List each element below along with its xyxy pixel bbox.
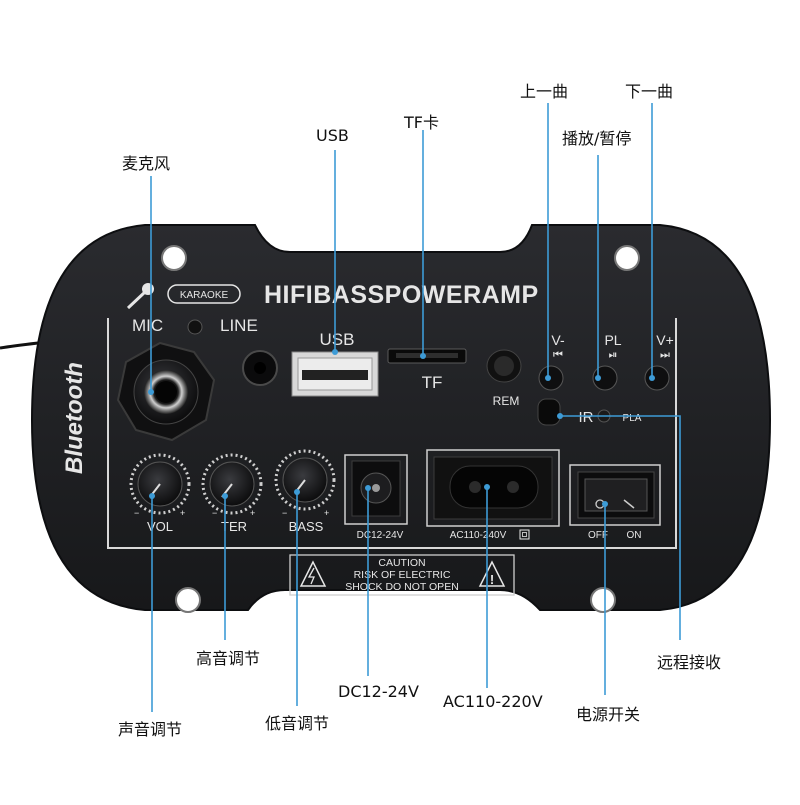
usb-port[interactable] [291,351,379,397]
mic-label: MIC [132,316,163,335]
pl-label: PL [604,332,621,348]
double-insulation-icon [519,529,530,540]
previous-track-icon: ⏮ [553,349,563,361]
callout-next-track: 下一曲 [625,82,674,101]
dc-jack-frame [344,454,408,525]
caution-box [289,554,515,596]
callout-remote-receiver: 远程接收 [657,653,722,672]
rem-label: REM [493,394,520,408]
line-jack[interactable] [242,350,278,386]
panel-print-frame [107,318,677,549]
bluetooth-label: Bluetooth [61,362,88,474]
volume-plus-mark: + [180,508,185,518]
play-pause-button[interactable] [592,365,618,391]
callout-prev-track: 上一曲 [520,82,569,101]
volume-minus-mark: − [134,508,139,518]
callout-power-switch: 电源开关 [576,705,641,724]
karaoke-badge [167,284,241,304]
svg-text:!: ! [490,572,494,587]
bass-knob[interactable] [274,449,336,511]
callout-volume: 声音调节 [118,720,183,739]
power-rocker-switch[interactable] [577,471,655,519]
treble-plus-mark: + [250,508,255,518]
callout-leaders [148,103,681,712]
switch-off-label: OFF [588,530,608,541]
callout-microphone: 麦克风 [122,154,171,173]
leader-remote [560,415,681,640]
caution-line-2: RISK OF ELECTRIC [354,569,451,581]
tf-slot-label: TF [422,373,443,392]
ac-power-socket[interactable] [433,456,553,520]
v-plus-label: V+ [656,332,674,348]
callout-ac: AC110-220V [443,692,543,711]
treble-knob[interactable] [201,453,263,515]
pla-label: PLA [623,413,642,424]
tf-card-slot[interactable] [387,348,467,364]
caution-line-3: SHOCK DO NOT OPEN [345,581,459,593]
dc-power-jack[interactable] [351,460,401,517]
karaoke-label: KARAOKE [180,290,229,301]
callout-tf-card: TF卡 [404,113,439,132]
v-minus-label: V- [551,332,565,348]
caution-line-1: CAUTION [378,557,425,569]
mount-hole-bottom-left [175,587,201,613]
mount-hole-top-right [614,245,640,271]
panel-title: HIFIBASSPOWERAMP [264,281,539,309]
mic-jack[interactable] [116,341,216,442]
mount-hole-top-left [161,245,187,271]
callout-usb: USB [316,126,349,145]
line-label: LINE [220,316,258,335]
power-switch-frame [569,464,661,526]
callout-bass: 低音调节 [265,714,330,733]
usb-port-label: USB [320,330,355,349]
vol-label: VOL [147,519,173,534]
bass-label: BASS [289,519,324,534]
ac-socket-frame [426,449,560,527]
treble-minus-mark: − [212,508,217,518]
ac-socket-label: AC110-240V [450,530,507,541]
next-track-icon: ⏭ [660,349,670,361]
mount-hole-bottom-right [590,587,616,613]
ter-label: TER [221,519,247,534]
exclamation-warning-icon: ! [478,560,506,587]
next-track-button[interactable] [644,365,670,391]
ir-label: IR [579,409,594,426]
play-pause-icon: ⏯ [609,349,618,361]
mic-cable-grommet [187,319,203,335]
volume-knob[interactable] [129,453,191,515]
bass-minus-mark: − [282,508,287,518]
callout-play-pause: 播放/暂停 [562,129,632,148]
bass-plus-mark: + [324,508,329,518]
rem-button[interactable] [486,349,522,383]
dc-jack-label: DC12-24V [357,530,404,541]
ir-receiver-window [537,398,561,426]
switch-on-label: ON [627,530,642,541]
callout-dc: DC12-24V [338,682,419,701]
callout-treble: 高音调节 [196,649,261,668]
electric-shock-warning-icon [299,560,327,587]
